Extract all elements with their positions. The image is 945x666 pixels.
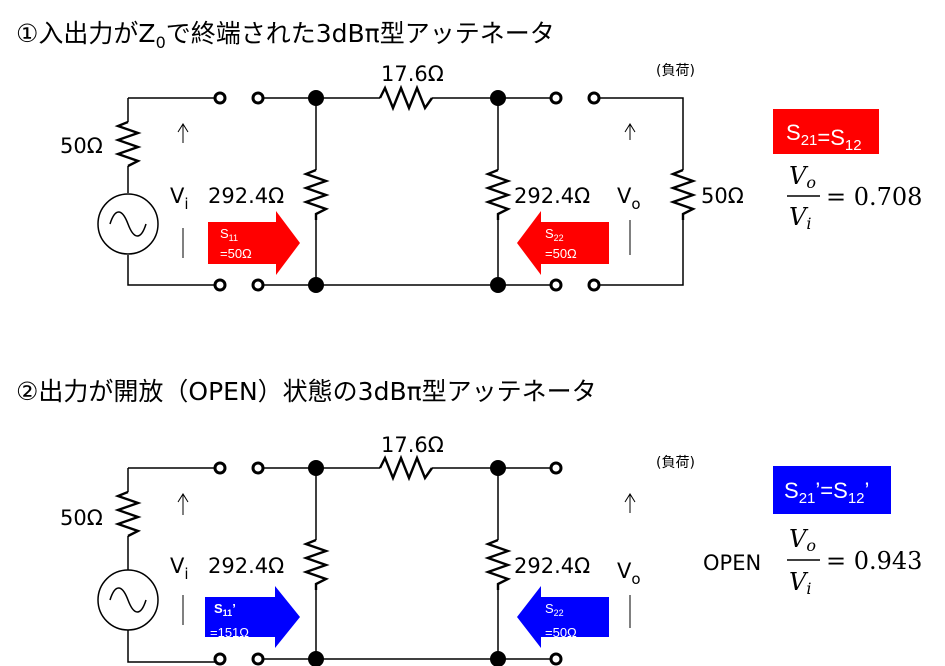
output-terminal-top-inner xyxy=(549,91,563,105)
s22-arrow-label-2: S22 xyxy=(545,601,564,618)
equation-denominator: Vi xyxy=(789,203,811,233)
output-terminal-bottom-outer xyxy=(587,278,601,292)
ac-source-icon xyxy=(97,193,159,255)
equation-numerator: Vo xyxy=(789,162,816,192)
input-terminal-top-inner-2 xyxy=(251,461,265,475)
source-resistor-label: 50Ω xyxy=(60,134,103,158)
input-terminal-top-outer-2 xyxy=(213,461,227,475)
section-2: ②出力が開放（OPEN）状態の3dBπ型アッテネータ 50Ω Vi 17.6Ω … xyxy=(16,377,922,666)
equation-denominator-2: Vi xyxy=(789,568,811,598)
series-resistor-label: 17.6Ω xyxy=(381,62,444,86)
load-wires xyxy=(599,97,684,286)
shunt-right-resistor-2 xyxy=(484,538,512,590)
vi-arrow-2 xyxy=(177,493,189,625)
equation-numerator-2: Vo xyxy=(789,525,816,555)
output-terminal-bottom-inner xyxy=(549,278,563,292)
section-1: ①入出力がZ0で終端された3dBπ型アッテネータ 50Ω Vi 17.6Ω 29… xyxy=(16,19,922,293)
s11-arrow xyxy=(208,211,300,275)
vo-arrow-2 xyxy=(624,493,636,628)
s21-s12-prime-badge xyxy=(773,466,891,514)
node-br xyxy=(490,277,506,293)
shunt-right-resistor xyxy=(484,168,512,220)
vi-arrow xyxy=(177,123,189,258)
s11-prime-arrow-label: S11’ xyxy=(214,601,236,618)
section-1-title: ①入出力がZ0で終端された3dBπ型アッテネータ xyxy=(16,19,555,52)
vi-label-2: Vi xyxy=(170,554,189,583)
pi-network-wires-2 xyxy=(263,467,551,660)
source-wires xyxy=(127,97,215,286)
shunt-left-resistor-2 xyxy=(302,538,330,590)
s22-arrow-value-2: =50Ω xyxy=(545,625,577,640)
node-tl xyxy=(308,90,324,106)
source-resistor-label-2: 50Ω xyxy=(60,506,103,530)
load-resistor-label: 50Ω xyxy=(701,184,744,208)
input-terminal-bottom-outer-2 xyxy=(213,652,227,666)
equation-prefix-2: OPEN xyxy=(703,551,761,575)
section-2-title: ②出力が開放（OPEN）状態の3dBπ型アッテネータ xyxy=(16,377,597,406)
vo-label: Vo xyxy=(617,184,641,213)
node-bl xyxy=(308,277,324,293)
source-resistor xyxy=(114,120,142,168)
node-br-2 xyxy=(490,651,506,666)
equation-rhs: = 0.708 xyxy=(826,183,922,211)
output-terminal-top-2 xyxy=(549,461,563,475)
s11-arrow-value: =50Ω xyxy=(220,246,252,261)
equation-rhs-2: = 0.943 xyxy=(826,547,922,575)
s11-prime-arrow-value: =151Ω xyxy=(210,625,249,640)
s22-arrow-2 xyxy=(517,586,609,648)
load-label: (負荷) xyxy=(656,63,695,79)
source-resistor-2 xyxy=(114,490,142,538)
load-resistor xyxy=(669,168,697,220)
vi-label: Vi xyxy=(170,184,189,213)
vo-arrow xyxy=(624,123,636,255)
ac-source-icon-2 xyxy=(97,569,159,631)
shunt-left-resistor xyxy=(302,168,330,220)
node-bl-2 xyxy=(308,651,324,666)
load-label-2: (負荷) xyxy=(656,455,695,471)
node-tr-2 xyxy=(490,460,506,476)
s22-arrow-value: =50Ω xyxy=(545,246,577,261)
series-resistor-label-2: 17.6Ω xyxy=(381,433,444,457)
output-terminal-bottom-2 xyxy=(549,652,563,666)
s22-arrow xyxy=(517,211,609,275)
shunt-right-label: 292.4Ω xyxy=(514,184,590,208)
s22-arrow-label: S22 xyxy=(545,226,564,243)
shunt-left-label: 292.4Ω xyxy=(208,184,284,208)
input-terminal-bottom-outer xyxy=(213,278,227,292)
input-terminal-bottom-inner xyxy=(251,278,265,292)
s11-prime-arrow xyxy=(205,586,300,648)
s11-arrow-label: S11 xyxy=(220,226,238,243)
series-resistor xyxy=(378,84,433,112)
s21-s12-badge xyxy=(773,109,879,154)
input-terminal-top-outer xyxy=(213,91,227,105)
shunt-right-label-2: 292.4Ω xyxy=(514,554,590,578)
source-wires-2 xyxy=(127,467,215,663)
input-terminal-bottom-inner-2 xyxy=(251,652,265,666)
node-tl-2 xyxy=(308,460,324,476)
series-resistor-2 xyxy=(378,454,433,482)
vo-label-2: Vo xyxy=(617,559,641,588)
sine-wave-icon xyxy=(109,211,147,237)
pi-network-wires xyxy=(263,97,551,286)
sine-wave-icon-2 xyxy=(109,587,147,613)
output-terminal-top-outer xyxy=(587,91,601,105)
shunt-left-label-2: 292.4Ω xyxy=(208,554,284,578)
s21-s12-prime-badge-text: S21’=S12’ xyxy=(784,478,869,507)
input-terminal-top-inner xyxy=(251,91,265,105)
s21-s12-badge-text: S21=S12 xyxy=(786,120,862,154)
node-tr xyxy=(490,90,506,106)
